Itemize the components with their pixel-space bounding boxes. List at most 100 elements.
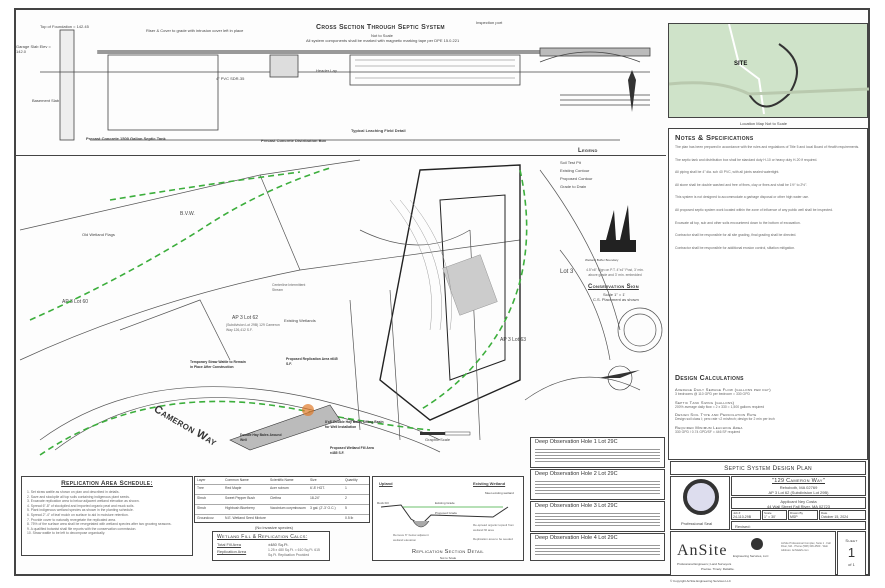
company-tagline: Professional Engineers | Land Surveyors	[677, 562, 732, 566]
calc-text: 200% average daily flow = 2 x 330 = 1,50…	[675, 404, 765, 409]
cattail-icon	[600, 205, 636, 252]
planting-footnote: (No invasive species)	[255, 525, 294, 530]
notes-panel: Notes & Specifications The plan has been…	[668, 128, 868, 460]
cross-section-note: All system components shall be marked wi…	[306, 38, 460, 43]
cs-label: Precast Concrete 1500 Gallon Septic Tank	[86, 136, 166, 141]
calc-heading: Design Soil Type and Percolation Rate	[675, 412, 757, 418]
table-cell: 2	[345, 496, 347, 500]
cs-label: Garage Slab Elev = 142.0	[16, 44, 51, 54]
company-logo: AnSite	[677, 542, 728, 559]
table-cell: Groundcov.	[197, 516, 215, 520]
table-cell: 0.5 lb	[345, 516, 354, 520]
schedule-item: 9. A qualified botanist shall file repor…	[27, 526, 137, 531]
schedule-item: 5. Plant indigenous wetland species as s…	[27, 508, 134, 513]
wetland-calcs-title: Wetland Fill & Replication Calcs:	[217, 534, 308, 540]
detail-label: Upland	[379, 481, 393, 486]
legend-item: Grade to Drain	[560, 184, 587, 189]
table-row	[195, 514, 369, 525]
observation-hole-title: Deep Observation Hole 2 Lot 29C	[535, 471, 618, 477]
detail-label: Rock Fill	[377, 501, 389, 505]
notes-list: The plan has been prepared in accordance…	[675, 145, 861, 258]
location-map[interactable]: SITE	[668, 23, 869, 118]
schedule-item: 7. Provide cover to naturally revegetate…	[27, 517, 116, 522]
sign-caption: 4.5"x6" Sign on P.T. 4"x4" Post, 3' min.…	[586, 268, 644, 277]
project-box: "129 Cameron Way" Rehoboth, MA 02769 AP …	[731, 476, 866, 496]
table-cell: Shrub	[197, 506, 207, 510]
calc-text: 3 bedrooms @ 110 GPD per bedroom = 330 G…	[675, 392, 750, 396]
wetland-boundary-line	[29, 167, 528, 456]
plan-label-proposed-replication: Proposed Replication Area ±645 S.F.	[286, 357, 338, 366]
note-item: All piping shall be 4" dia. sch 40 PVC, …	[675, 170, 780, 175]
note-item: All proposed septic system work located …	[675, 207, 833, 212]
observation-hole-title: Deep Observation Hole 1 Lot 29C	[535, 439, 618, 445]
table-header: Layer	[197, 478, 206, 482]
schedule-item: 4. Spread 6"-8" of stockpiled and import…	[27, 503, 135, 508]
project-name: "129 Cameron Way"	[772, 478, 825, 484]
field-value: MSP	[790, 515, 798, 519]
legend-item: Proposed Contour	[560, 176, 593, 181]
detail-label: Meet existing wetland	[485, 491, 514, 495]
company-tagline2: Precise. Timely. Reliable.	[701, 567, 735, 571]
field-label: Scale	[764, 511, 772, 515]
cross-section-lines	[40, 29, 651, 141]
table-row	[195, 494, 369, 505]
plan-label-lot-main: AP 3 Lot 62	[232, 315, 259, 321]
wetland-calcs: Wetland Fill & Replication Calcs: Total …	[212, 531, 330, 561]
revised-box: Revised:	[731, 521, 866, 530]
table-cell: Vaccinium corymbosum	[270, 506, 306, 510]
replication-detail: Upland Existing Wetland Rock Fill Existi…	[372, 476, 524, 561]
project-parcel: AP 3 Lot 62 (Subdivision Lot 29B)	[768, 490, 829, 495]
legend-item: Existing Contour	[560, 168, 590, 173]
calc-heading: Required Minimum Leaching Area	[675, 424, 743, 430]
proposed-fill-area	[302, 404, 314, 416]
design-calcs-list: Average Daily Sewage Flow (gallons per d…	[675, 387, 861, 434]
note-item: All stone shall be double washed and fre…	[675, 182, 808, 187]
schedule-item: 1. Set straw wattle as shown on plan and…	[27, 490, 120, 494]
replication-detail-subtitle: Not to Scale	[439, 556, 457, 560]
plan-label-hay-bales-basin: 8'x8' Double Hay Bales Sifting Basin for…	[325, 420, 384, 429]
replication-schedule: Replication Area Schedule: 1. Set straw …	[21, 476, 193, 556]
sheet-label: Sheet	[845, 538, 858, 543]
globe-icon	[751, 538, 763, 550]
table-cell: Tree	[197, 486, 204, 490]
field-label: Job #	[733, 511, 741, 515]
north-arrow-icon	[628, 70, 636, 112]
detail-label: Re-spread organic topsoil from wetland f…	[473, 523, 515, 532]
table-cell: Clethra	[270, 496, 281, 500]
cs-label: 4" PVC SDR-35	[216, 76, 245, 81]
observation-hole-log: Deep Observation Hole 3 Lot 29C	[530, 501, 665, 532]
legend-title: Legend	[578, 148, 598, 154]
sheet-of: of 1	[848, 562, 855, 567]
plan-view-lines	[19, 159, 663, 453]
legend-item: Soil Test Pit	[560, 160, 581, 165]
sheet-number: 1	[847, 545, 856, 560]
detail-label: Remove 6" below adjacent wetland elevati…	[393, 533, 429, 542]
cs-label: Typical Leaching Field Detail	[351, 128, 406, 133]
conservation-sign-title: Conservation Sign	[588, 284, 639, 290]
design-calcs-title: Design Calculations	[675, 375, 744, 382]
plan-label-lot-left: AP 3 Lot 60	[62, 299, 89, 305]
plan-label-lot-right: AP 3 Lot 63	[500, 337, 527, 343]
table-header: Common Name	[225, 478, 249, 482]
table-cell: N.E. Wetland Seed Mixture	[225, 516, 266, 520]
cross-section-title: Cross Section Through Septic System	[316, 24, 445, 31]
plan-label-bvw: B.V.W.	[180, 211, 195, 217]
table-cell: 1	[345, 486, 347, 490]
calc-label: Total Fill Area	[217, 542, 242, 547]
note-item: This system is not designed to accommoda…	[675, 195, 810, 200]
table-cell: 5	[345, 506, 347, 510]
plan-title: Septic System Design Plan	[724, 465, 812, 472]
observation-hole-log: Deep Observation Hole 1 Lot 29C	[530, 437, 665, 468]
applicant-name: Ney Costa	[797, 499, 817, 504]
replication-detail-title: Replication Section Detail	[412, 549, 484, 555]
table-cell: Highbush Blueberry	[225, 506, 255, 510]
revised-label: Revised:	[735, 524, 751, 529]
table-cell: 3 gal. (2'-3' O.C.)	[310, 506, 336, 510]
observation-hole-title: Deep Observation Hole 3 Lot 29C	[535, 503, 618, 509]
location-map-caption: Location Map Not to Scale	[740, 121, 787, 126]
field-job: Job #24-110-29B	[731, 510, 761, 520]
calc-value: 1.25 x 480 Sq.Ft. = 610 Sq.Ft. 615 Sq.Ft…	[268, 548, 320, 557]
